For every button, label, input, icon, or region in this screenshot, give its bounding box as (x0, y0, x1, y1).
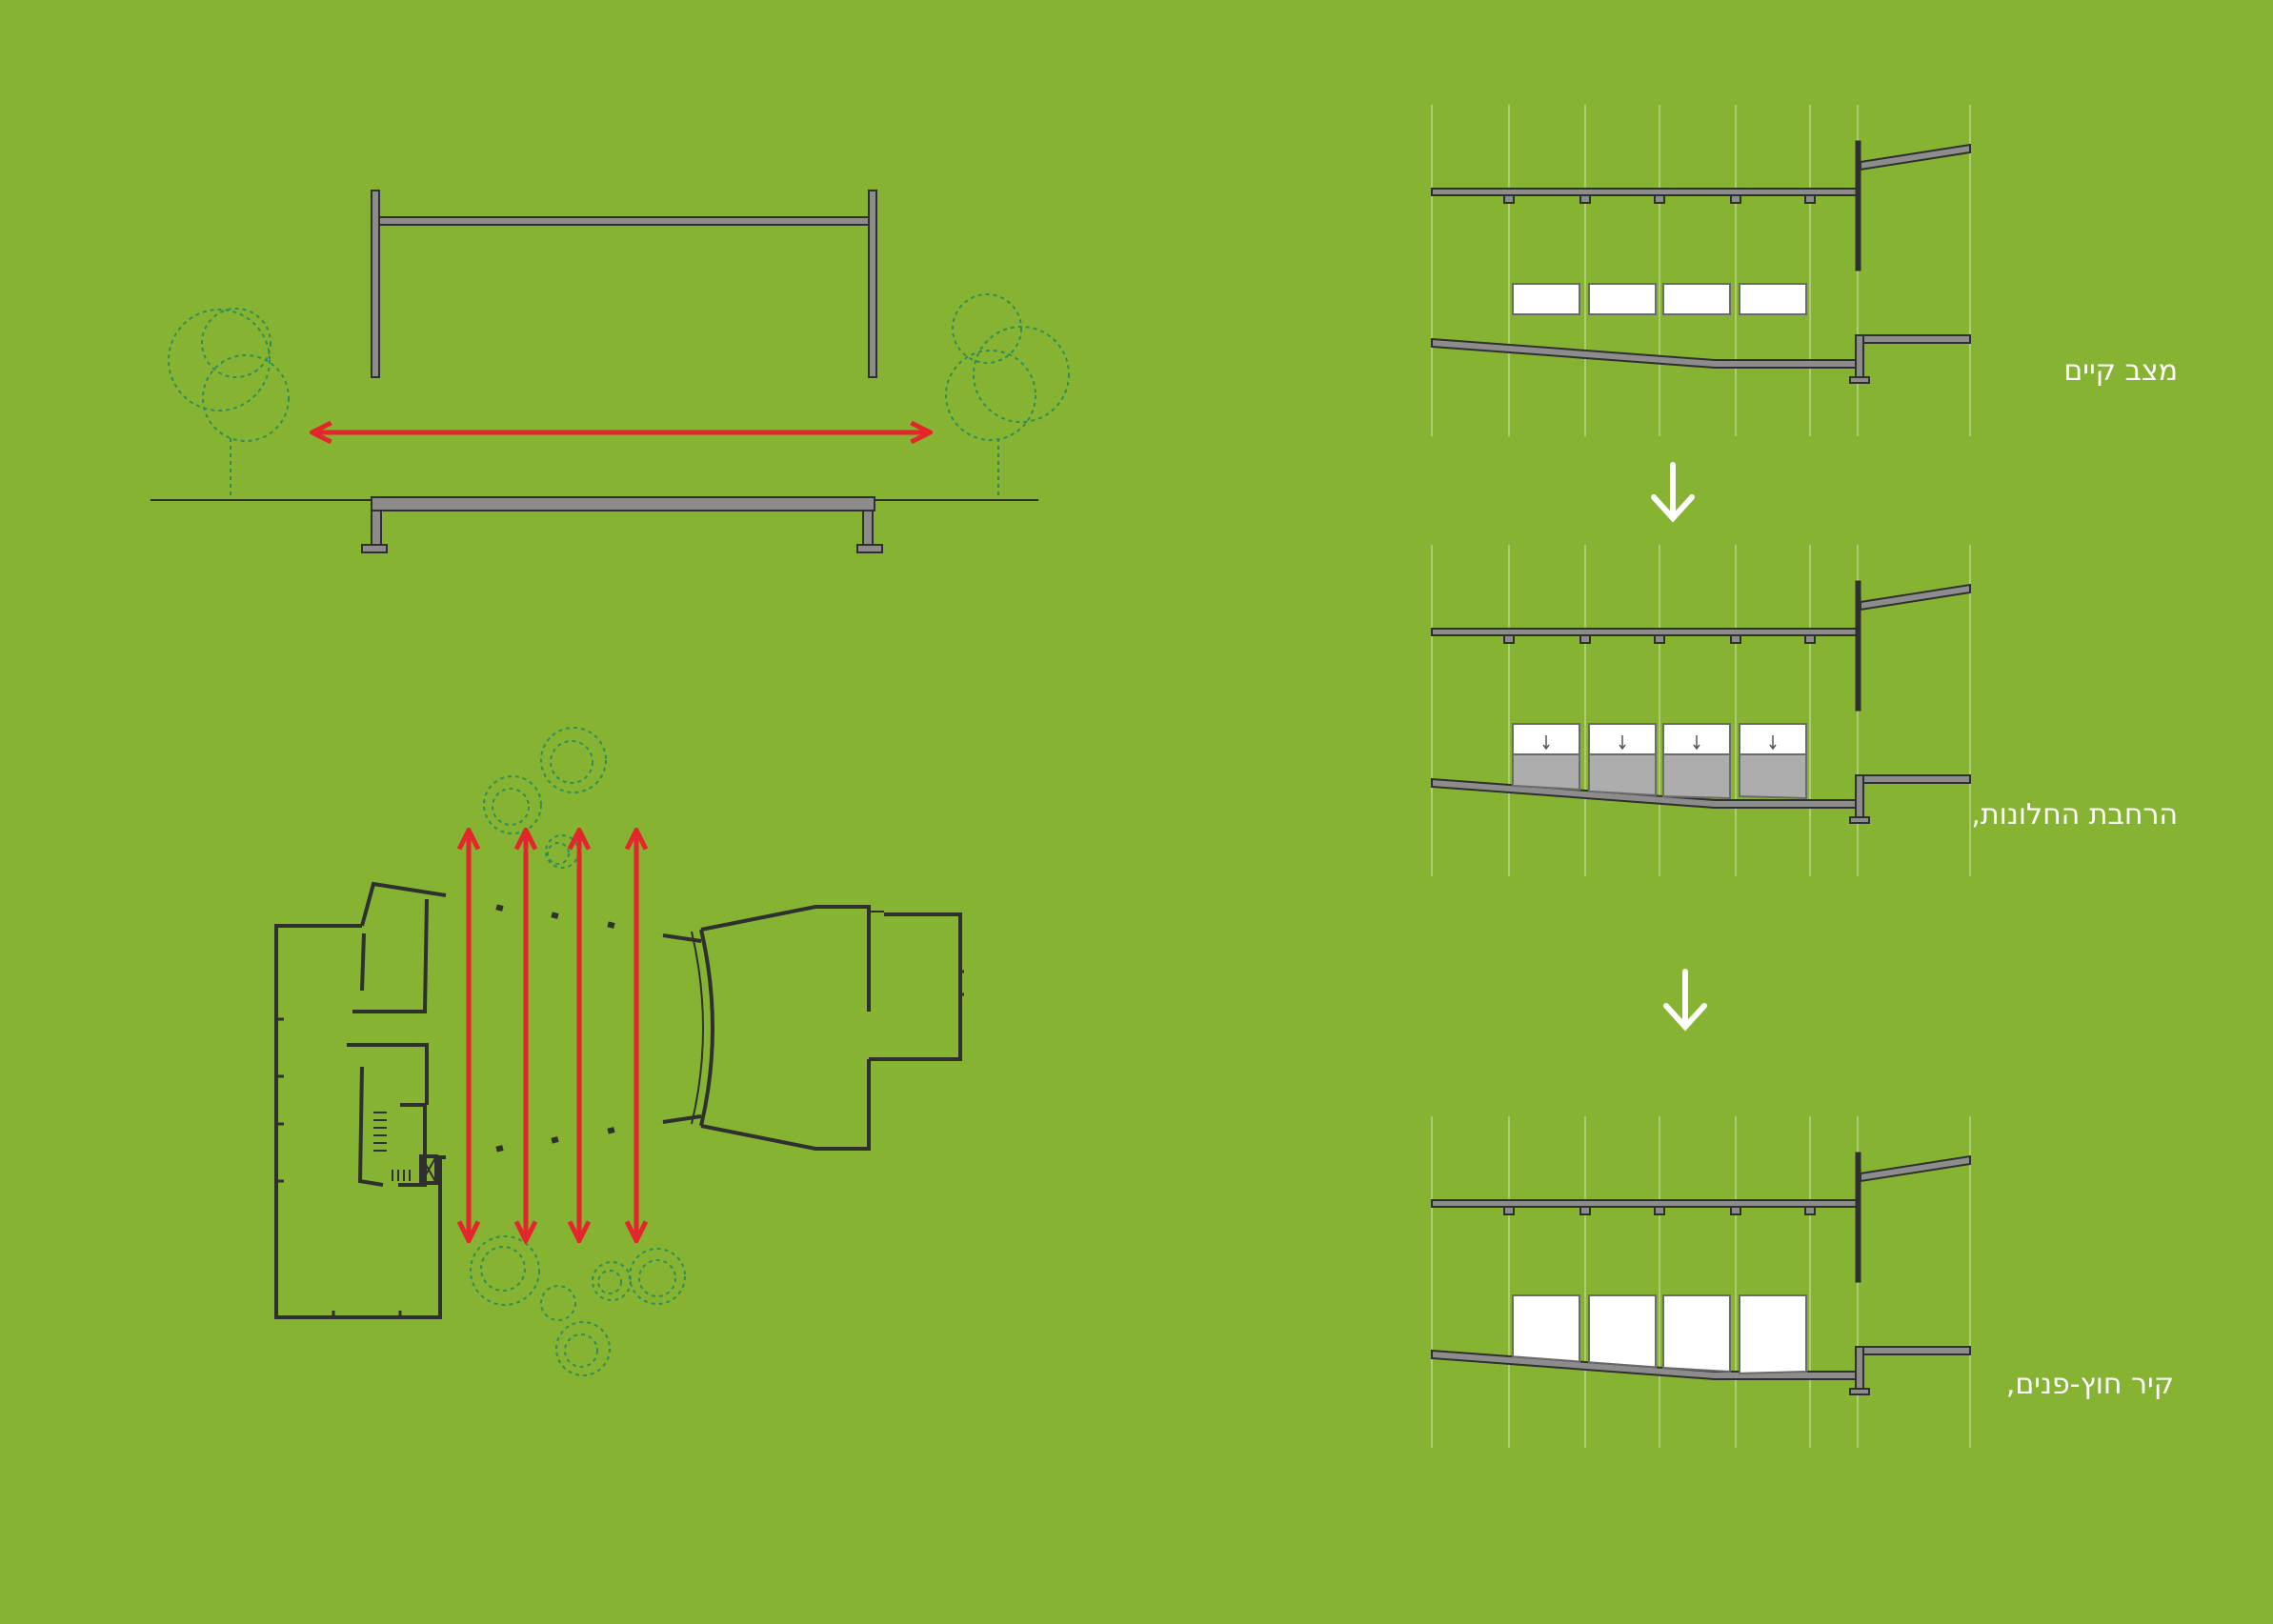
tree-icon (945, 293, 1070, 497)
down-arrow-icon (1663, 969, 1707, 1032)
facade-column (1855, 140, 1861, 271)
section-stage (1431, 105, 1971, 436)
lower-slab (1857, 1346, 1971, 1355)
label-existing: מצב קיים (2063, 354, 2178, 388)
down-arrow-icon (1651, 462, 1695, 523)
beam-stub (1730, 194, 1741, 204)
beam-stub (1730, 1206, 1741, 1215)
beam-stub (1579, 194, 1591, 204)
courtyard-columns (495, 904, 615, 1153)
section-stage (1431, 545, 1971, 876)
ceiling-slab (1431, 1199, 1859, 1208)
step-arrows (1651, 462, 1707, 1032)
stage-sections (1431, 105, 1971, 1448)
beam-stub (1503, 634, 1515, 644)
window-opening (1588, 1294, 1657, 1369)
floor-slab (1431, 337, 1859, 369)
beam-stub (1579, 634, 1591, 644)
flow-arrows-vertical (469, 832, 636, 1238)
ceiling-slab (1431, 188, 1859, 196)
footing (1849, 1388, 1870, 1395)
floor-slab (361, 496, 883, 553)
roof-slope (1860, 583, 1971, 612)
label-widening: הרחבת החלונות, (1971, 798, 2178, 832)
beam-stub (1804, 634, 1816, 644)
window-extension (1512, 753, 1580, 791)
beam-stub (1804, 194, 1816, 204)
window-opening (1739, 283, 1807, 315)
lower-slab (1857, 774, 1971, 784)
extension-marker (1693, 744, 1700, 751)
roof-slope (1860, 143, 1971, 171)
extension-marker (1619, 744, 1626, 751)
stair-detail (373, 1112, 411, 1181)
window-opening (1739, 1294, 1807, 1374)
window-opening (1662, 1294, 1731, 1373)
lower-slab (1857, 334, 1971, 344)
tree-icon (168, 308, 290, 497)
lower-column (1855, 774, 1864, 822)
extension-marker (1542, 744, 1550, 751)
beam-stub (1730, 634, 1741, 644)
window-extension (1662, 753, 1731, 800)
beam-stub (1654, 1206, 1665, 1215)
roof-slope (1860, 1154, 1971, 1183)
lower-column (1855, 1346, 1864, 1393)
tree-icon (470, 1235, 686, 1376)
footing (1849, 816, 1870, 824)
beam-stub (1503, 1206, 1515, 1215)
window-opening (1588, 283, 1657, 315)
window-opening (1512, 283, 1580, 315)
section-stage (1431, 1116, 1971, 1448)
beam-stub (1804, 1206, 1816, 1215)
plan-diagram (274, 727, 964, 1376)
left-building (274, 881, 447, 1319)
tree-icon (483, 727, 607, 869)
building-frame (371, 190, 877, 378)
label-wall: קיר חוץ-פנים, (2005, 1368, 2174, 1401)
extension-marker (1769, 744, 1777, 751)
window-opening (1512, 1294, 1580, 1363)
beam-stub (1654, 634, 1665, 644)
footing (1849, 376, 1870, 384)
window-extension (1588, 753, 1657, 796)
right-building (662, 905, 964, 1151)
beam-stub (1579, 1206, 1591, 1215)
beam-stub (1654, 194, 1665, 204)
window-extension (1739, 753, 1807, 800)
facade-column (1855, 1152, 1861, 1283)
lower-column (1855, 334, 1864, 382)
beam-stub (1503, 194, 1515, 204)
window-opening (1662, 283, 1731, 315)
ceiling-slab (1431, 628, 1859, 636)
facade-column (1855, 580, 1861, 712)
section-diagram (151, 190, 1070, 553)
